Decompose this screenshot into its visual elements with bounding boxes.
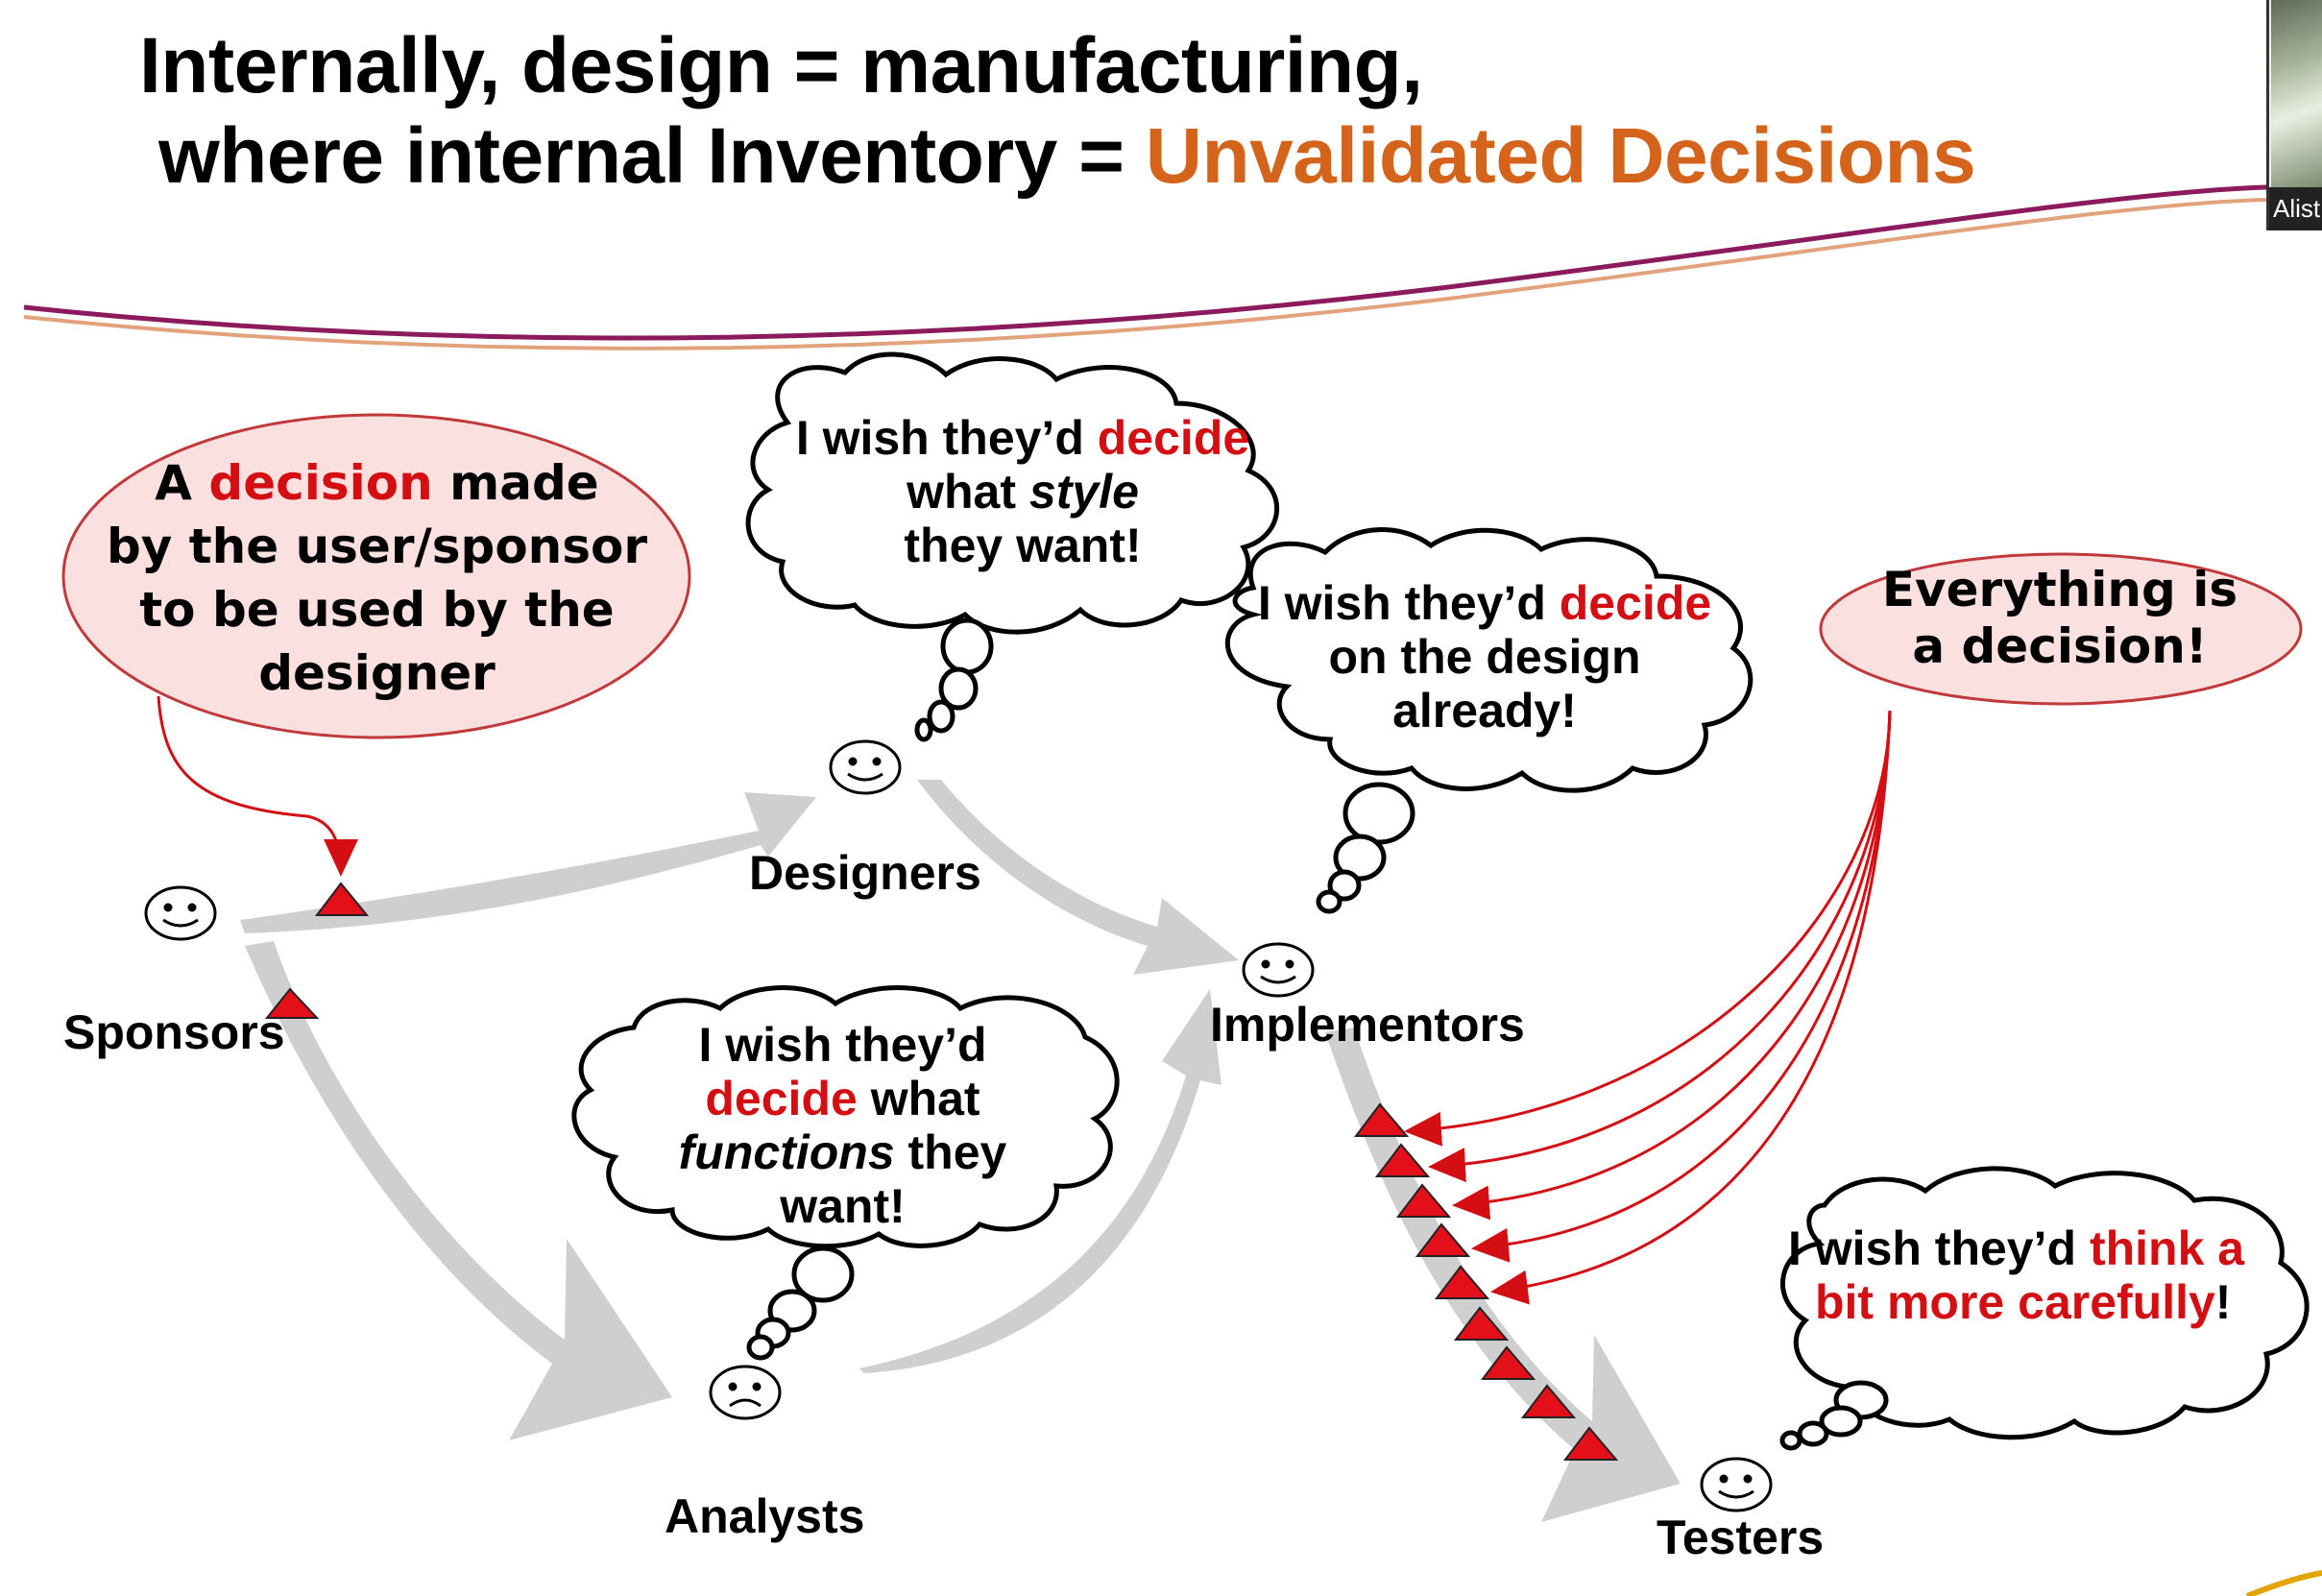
thought-implementors-decide: decide [1559,576,1712,630]
thought-implementors-line-2: on the design [1328,630,1641,684]
thought-implementors-line-1: I wish they’d decide [1257,576,1712,630]
callout-decision-by-sponsor [61,413,691,877]
thought-analysts-line-3: functions they [678,1125,1007,1179]
role-label-testers: Testers [1657,1511,1825,1564]
webcam-thumbnail[interactable]: Alist [2266,0,2322,230]
thought-testers-carefully: bit more carefully [1815,1275,2215,1329]
title-line-1: Internally, design = manufacturing, [139,22,1423,109]
role-label-analysts: Analysts [665,1489,865,1543]
callout-everything-line-1: Everything is [1881,562,2238,617]
thought-designers-line-1: I wish they’d decide [795,411,1250,465]
flow-arrow-analysts-to-implementors [859,989,1221,1373]
flow-arrow-designers-to-implementors [917,780,1239,975]
callout-decision-by-sponsor-text: A decision made by the user/sponsor to b… [96,451,658,705]
thought-cloud-designers [745,351,1279,742]
thought-cloud-analysts [571,985,1120,1361]
role-label-sponsors: Sponsors [63,1005,285,1059]
thought-analysts-decide: decide [705,1072,858,1125]
thought-implementors-text: I wish they’d decide on the design alrea… [1221,576,1748,738]
thought-designers-line-3: they want! [904,519,1142,572]
thought-designers-decide: decide [1097,411,1250,465]
thought-cloud-implementors [1224,527,1754,914]
webcam-video [2271,0,2322,187]
callout-everything-text: Everything is a decision! [1844,562,2276,675]
flow-arrow-sponsors-to-analysts [245,941,672,1440]
title-line-2-prefix: where internal Inventory = [158,112,1146,200]
thought-analysts-line-4: want! [780,1179,906,1233]
title-line-2: where internal Inventory = Unvalidated D… [158,111,1976,202]
decision-word: decision [208,455,433,511]
decision-pointer-arrows [1404,710,1892,1305]
flow-arrow-implementors-to-testers [1325,1028,1681,1522]
callout-line-4: designer [258,645,496,701]
thought-analysts-line-1: I wish they’d [698,1018,987,1072]
thought-implementors-line-3: already! [1392,684,1577,738]
callout-line-3: to be used by the [139,582,615,638]
callout-line-2: by the user/sponsor [106,519,648,574]
flow-arrow-sponsors-to-designers [240,792,816,933]
callout-everything-line-2: a decision! [1912,618,2208,674]
role-label-implementors: Implementors [1210,998,1525,1052]
thought-designers-text: I wish they’d decide what style they wan… [759,411,1287,572]
thought-testers-line-2: bit more carefully! [1815,1275,2232,1329]
thought-analysts-functions: functions [678,1125,895,1179]
thought-testers-line-1: I wish they’d think a [1788,1221,2245,1275]
thought-designers-style: style [1028,465,1139,519]
designers-smiley-icon [829,739,902,795]
corner-swoosh [2245,1570,2322,1596]
implementors-smiley-icon [1242,942,1315,998]
webcam-name-label: Alist [2269,187,2322,230]
thought-cloud-testers [1779,1166,2310,1451]
callout-line-1: A decision made [155,455,599,511]
testers-smiley-icon [1700,1457,1773,1512]
sponsors-smiley-icon [144,885,217,941]
title-highlight: Unvalidated Decisions [1145,112,1976,200]
thought-testers-text: I wish they’d think a bit more carefully… [1788,1221,2322,1329]
thought-testers-think: think a [2089,1221,2245,1275]
callout-everything-is-a-decision [1819,552,2303,706]
thought-designers-line-2: what style [907,465,1139,519]
decision-pyramids [264,882,1619,1461]
role-label-designers: Designers [749,846,981,900]
title-swoosh [23,184,2267,351]
analysts-sad-face-icon [709,1365,782,1420]
thought-analysts-line-2: decide what [705,1072,980,1125]
thought-analysts-text: I wish they’d decide what functions they… [605,1018,1080,1233]
